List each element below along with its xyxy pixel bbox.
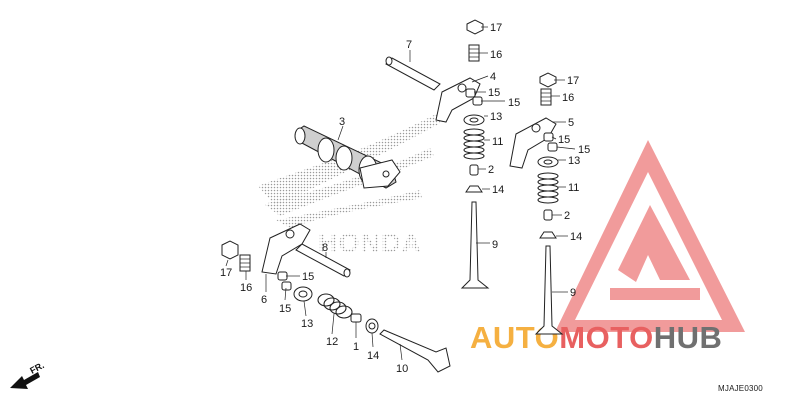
part-number: 16 xyxy=(240,282,252,294)
part-number: 15 xyxy=(279,303,291,315)
adjuster-parts xyxy=(221,19,558,291)
part-number: 1 xyxy=(353,341,359,353)
watermark-moto: MOTO xyxy=(559,320,653,355)
part-number: 17 xyxy=(220,267,232,279)
valve-springs xyxy=(317,128,559,319)
part-number: 2 xyxy=(488,164,494,176)
part-number: 13 xyxy=(490,111,502,123)
part-number: 9 xyxy=(492,239,498,251)
rocker-arm-right xyxy=(509,117,557,169)
part-number: 15 xyxy=(508,97,520,109)
part-number: 16 xyxy=(562,92,574,104)
part-number: 8 xyxy=(322,242,328,254)
rocker-shaft-left xyxy=(295,243,351,278)
part-number: 7 xyxy=(406,39,412,51)
part-number: 15 xyxy=(302,271,314,283)
part-number: 10 xyxy=(396,363,408,375)
part-number: 3 xyxy=(339,116,345,128)
rocker-arm-left xyxy=(261,223,311,275)
part-number: 2 xyxy=(564,210,570,222)
part-number: 13 xyxy=(301,318,313,330)
watermark-text: AUTOMOTOHUB xyxy=(470,320,722,355)
valves xyxy=(379,201,564,373)
honda-brand-text: HONDA xyxy=(318,228,422,258)
rocker-shaft-top xyxy=(385,56,441,91)
stem-seals xyxy=(365,185,557,334)
direction-label: FR. xyxy=(28,360,45,376)
part-number: 12 xyxy=(326,336,338,348)
part-number: 14 xyxy=(367,350,379,362)
part-number: 11 xyxy=(492,136,503,148)
automotohub-logo-icon xyxy=(555,140,745,332)
diagram-code: MJAJE0300 xyxy=(718,384,763,393)
part-number: 4 xyxy=(490,71,496,83)
part-number: 15 xyxy=(578,144,590,156)
watermark-hub: HUB xyxy=(654,320,723,355)
part-number: 9 xyxy=(570,287,576,299)
part-number: 17 xyxy=(490,22,502,34)
camshaft xyxy=(294,125,401,189)
part-number: 5 xyxy=(568,117,574,129)
part-number: 15 xyxy=(558,134,570,146)
part-number: 16 xyxy=(490,49,502,61)
leader-lines xyxy=(225,26,576,361)
part-number: 13 xyxy=(568,155,580,167)
part-number: 11 xyxy=(568,182,579,194)
part-number-labels: 17 16 7 4 15 15 13 3 11 2 14 9 17 16 5 1… xyxy=(220,22,590,375)
part-number: 15 xyxy=(488,87,500,99)
spring-retainers xyxy=(293,114,559,302)
direction-arrow-icon xyxy=(10,372,40,389)
part-number: 17 xyxy=(567,75,579,87)
part-number: 6 xyxy=(261,294,267,306)
part-number: 14 xyxy=(570,231,582,243)
part-number: 14 xyxy=(492,184,504,196)
